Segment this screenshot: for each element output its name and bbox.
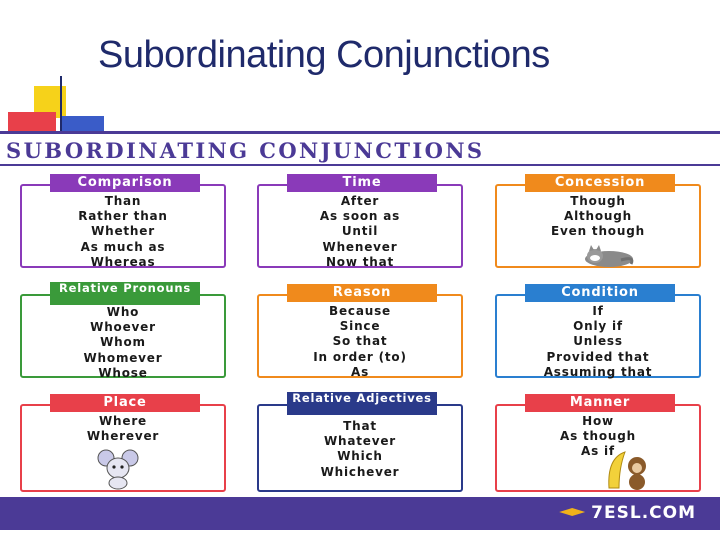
- category-box: [257, 404, 463, 492]
- category-header: Manner: [525, 394, 675, 412]
- list-item: As soon as: [319, 209, 401, 224]
- category-items: Who Whoever Whom Whomever Whose: [20, 305, 226, 381]
- list-item: Even though: [551, 224, 645, 239]
- list-item: Assuming that: [543, 364, 653, 379]
- list-item: In order (to): [313, 349, 407, 364]
- monkey-banana-illustration: [608, 451, 646, 490]
- list-item: Now that: [325, 254, 395, 269]
- list-item: Whomever: [83, 350, 163, 365]
- category-items: That Whatever Which Whichever: [257, 419, 463, 480]
- category-header: Place: [50, 394, 200, 412]
- poster-banner: SUBORDINATING CONJUNCTIONS: [6, 138, 485, 163]
- list-item: Wherever: [86, 429, 160, 444]
- slide-title: Subordinating Conjunctions: [98, 34, 550, 76]
- category-items: Where Wherever: [20, 414, 226, 444]
- list-item: Where: [99, 414, 147, 428]
- decor-vertical-line: [60, 76, 62, 134]
- list-item: After: [340, 194, 380, 208]
- list-item: How: [582, 414, 614, 428]
- list-item: As much as: [80, 239, 166, 254]
- list-item: If: [592, 304, 604, 318]
- category-box: [257, 294, 463, 378]
- category-items: If Only if Unless Provided that Assuming…: [495, 304, 701, 380]
- graduation-cap-icon: [559, 508, 586, 516]
- category-header: Reason: [287, 284, 437, 302]
- list-item: Whom: [100, 335, 146, 350]
- category-items: Because Since So that In order (to) As: [257, 304, 463, 380]
- list-item: Whereas: [90, 254, 156, 269]
- list-item: Provided that: [546, 349, 650, 364]
- category-header: Comparison: [50, 174, 200, 192]
- list-item: Whose: [98, 365, 148, 380]
- category-items: Though Although Even though: [495, 194, 701, 240]
- list-item: Although: [564, 209, 632, 224]
- list-item: Whichever: [320, 464, 400, 479]
- category-items: After As soon as Until Whenever Now that: [257, 194, 463, 270]
- mouse-illustration: [97, 449, 139, 490]
- list-item: Though: [570, 194, 626, 208]
- list-item: Because: [329, 304, 391, 318]
- category-header: Relative Adjectives: [287, 392, 437, 415]
- list-item: So that: [332, 334, 388, 349]
- category-items: Than Rather than Whether As much as Wher…: [20, 194, 226, 270]
- site-logo: 7ESL.COM: [559, 503, 696, 523]
- list-item: Unless: [573, 334, 623, 349]
- list-item: Who: [106, 305, 140, 319]
- poster-footer: 7ESL.COM: [0, 497, 720, 530]
- category-box: [495, 404, 701, 492]
- decor-red-bar: [8, 112, 56, 134]
- category-header: Relative Pronouns: [50, 282, 200, 305]
- category-header: Condition: [525, 284, 675, 302]
- list-item: That: [343, 419, 377, 433]
- site-logo-text: 7ESL.COM: [591, 503, 696, 523]
- list-item: Whether: [91, 224, 155, 239]
- list-item: Than: [104, 194, 142, 208]
- category-header: Concession: [525, 174, 675, 192]
- list-item: Since: [339, 319, 381, 334]
- list-item: As though: [559, 429, 636, 444]
- list-item: Whatever: [323, 434, 397, 449]
- category-header: Time: [287, 174, 437, 192]
- list-item: Whoever: [90, 320, 156, 335]
- list-item: Only if: [573, 319, 623, 334]
- category-items: How As though As if: [495, 414, 701, 460]
- sleeping-cat-illustration: [585, 245, 634, 267]
- list-item: As: [350, 364, 370, 379]
- list-item: As if: [581, 444, 615, 459]
- banner-rule: [0, 164, 720, 166]
- list-item: Whenever: [322, 239, 398, 254]
- list-item: Which: [337, 449, 383, 464]
- list-item: Rather than: [78, 209, 168, 224]
- conjunctions-poster: SUBORDINATING CONJUNCTIONS Comparison Th…: [0, 131, 720, 530]
- list-item: Until: [341, 224, 379, 239]
